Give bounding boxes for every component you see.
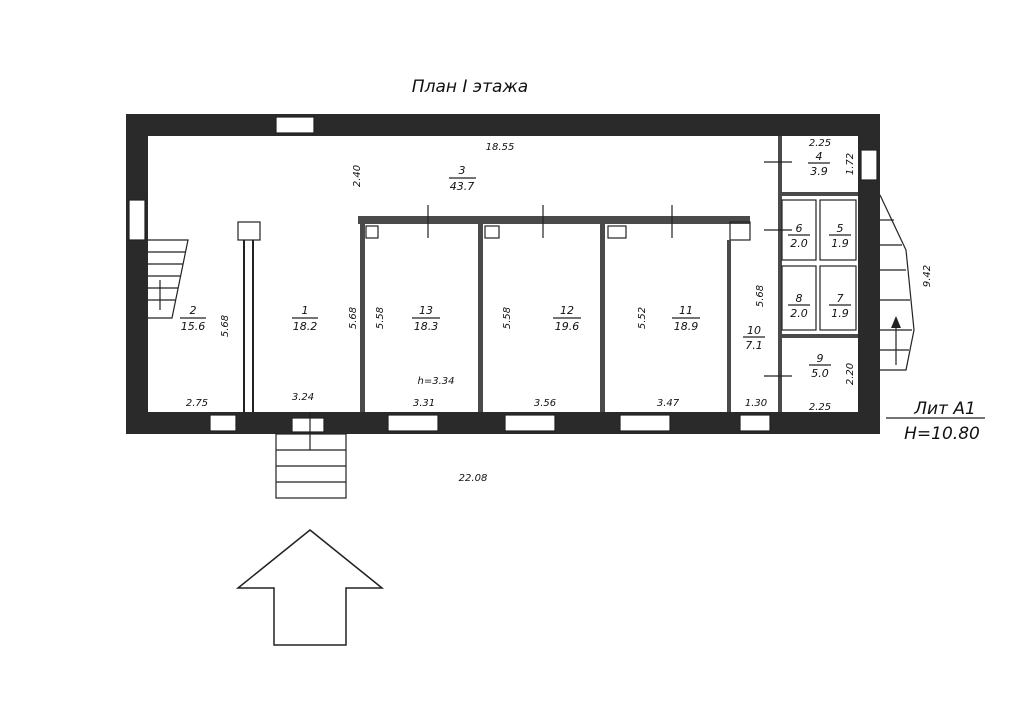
svg-text:3.47: 3.47 [657, 398, 680, 409]
svg-text:12: 12 [560, 304, 574, 317]
svg-text:3: 3 [459, 164, 466, 177]
room-10: 10 7.1 [743, 324, 765, 352]
svg-text:5.68: 5.68 [348, 307, 359, 329]
svg-text:2.20: 2.20 [845, 363, 856, 385]
svg-text:13: 13 [419, 304, 433, 317]
svg-text:5.68: 5.68 [220, 315, 231, 337]
svg-text:5.68: 5.68 [755, 285, 766, 307]
svg-text:15.6: 15.6 [181, 320, 206, 333]
svg-text:5: 5 [837, 222, 844, 235]
svg-text:2.75: 2.75 [186, 398, 208, 409]
svg-text:18.9: 18.9 [674, 320, 699, 333]
room-8: 8 2.0 [788, 292, 810, 320]
svg-text:1.9: 1.9 [831, 237, 849, 250]
svg-text:h=3.34: h=3.34 [418, 376, 455, 387]
svg-text:19.6: 19.6 [555, 320, 580, 333]
dimension-labels: 18.55 22.08 2.75 3.24 3.31 3.56 3.47 1.3… [186, 138, 933, 484]
svg-text:10: 10 [747, 324, 761, 337]
svg-text:2: 2 [190, 304, 197, 317]
lit-height: Н=10.80 [904, 424, 980, 444]
svg-text:5.58: 5.58 [375, 307, 386, 329]
svg-text:6: 6 [796, 222, 803, 235]
svg-text:1.30: 1.30 [745, 398, 767, 409]
room-4: 4 3.9 [808, 150, 830, 178]
interior-partitions [237, 136, 858, 412]
entrance-arrow-icon [235, 529, 385, 646]
room-7: 7 1.9 [829, 292, 851, 320]
room-9: 9 5.0 [809, 352, 831, 380]
svg-text:1: 1 [302, 304, 309, 317]
lit-name: Лит А1 [913, 399, 976, 419]
svg-text:9: 9 [817, 352, 824, 365]
svg-text:7.1: 7.1 [745, 339, 763, 352]
room-labels: 1 18.2 2 15.6 3 43.7 4 3.9 5 1.9 6 2.0 [180, 150, 851, 380]
right-stair [879, 194, 915, 371]
svg-text:9.42: 9.42 [922, 265, 933, 287]
svg-text:3.24: 3.24 [292, 392, 314, 403]
svg-text:3.9: 3.9 [810, 165, 828, 178]
plan-title: План I этажа [412, 77, 528, 97]
svg-text:18.3: 18.3 [414, 320, 439, 333]
svg-text:7: 7 [837, 292, 844, 305]
room-6: 6 2.0 [788, 222, 810, 250]
windows [128, 116, 878, 432]
svg-text:5.58: 5.58 [502, 307, 513, 329]
svg-text:4: 4 [816, 150, 823, 163]
svg-text:8: 8 [796, 292, 803, 305]
svg-text:2.40: 2.40 [352, 165, 363, 187]
room-11: 11 18.9 [672, 304, 700, 333]
lit-label: Лит А1 Н=10.80 [886, 399, 985, 444]
room-3: 3 43.7 [449, 164, 476, 193]
svg-text:3.56: 3.56 [534, 398, 556, 409]
room-5: 5 1.9 [829, 222, 851, 250]
svg-text:2.25: 2.25 [809, 402, 831, 413]
svg-text:11: 11 [679, 304, 693, 317]
svg-text:22.08: 22.08 [459, 473, 488, 484]
svg-text:2.25: 2.25 [809, 138, 831, 149]
svg-text:5.0: 5.0 [811, 367, 829, 380]
room-13: 13 18.3 [412, 304, 440, 333]
svg-text:18.55: 18.55 [486, 142, 515, 153]
svg-text:1.72: 1.72 [845, 153, 856, 175]
svg-text:2.0: 2.0 [790, 237, 808, 250]
svg-text:18.2: 18.2 [293, 320, 318, 333]
svg-text:43.7: 43.7 [450, 180, 475, 193]
room-12: 12 19.6 [553, 304, 581, 333]
svg-text:2.0: 2.0 [790, 307, 808, 320]
svg-text:5.52: 5.52 [637, 307, 648, 329]
svg-text:3.31: 3.31 [413, 398, 435, 409]
entrance-stair [275, 412, 347, 499]
room-2: 2 15.6 [180, 304, 206, 333]
svg-text:1.9: 1.9 [831, 307, 849, 320]
left-stair [148, 239, 189, 319]
room-1: 1 18.2 [292, 304, 318, 333]
